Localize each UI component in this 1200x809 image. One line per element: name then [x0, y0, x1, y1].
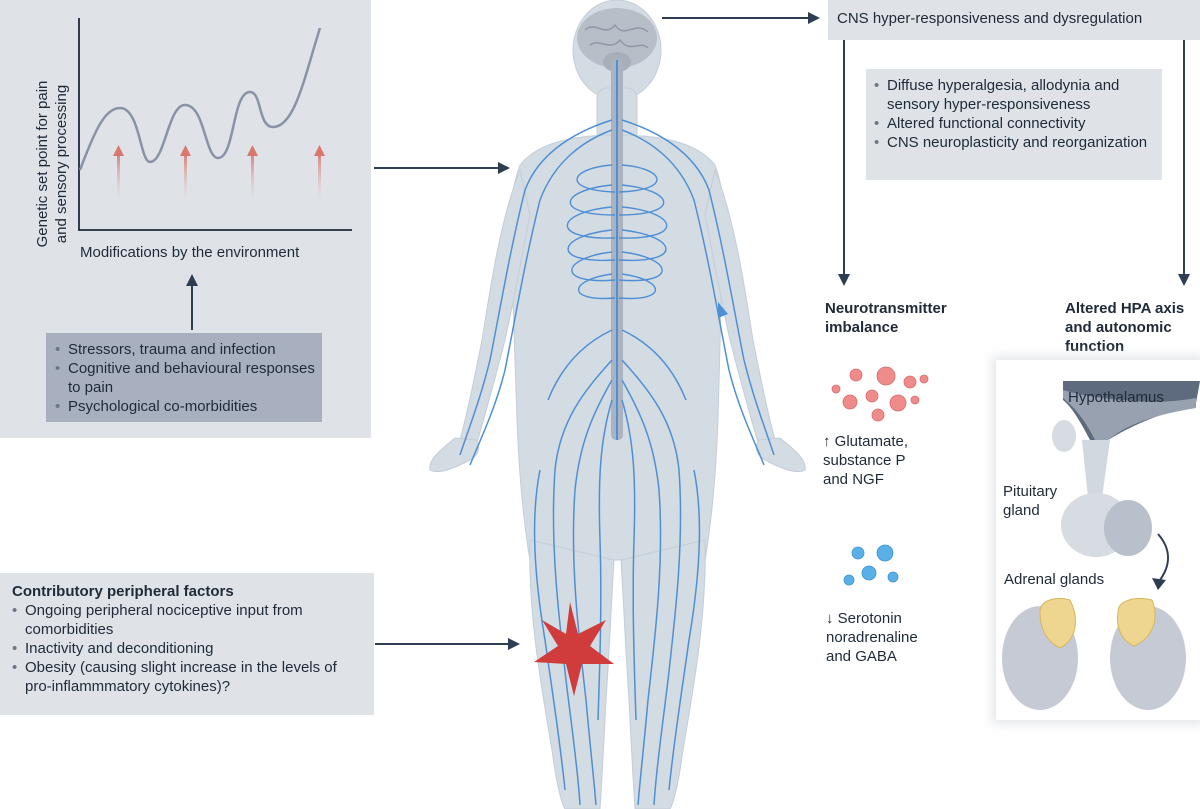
adrenal-label: Adrenal glands [1004, 571, 1105, 588]
ribcage [566, 164, 668, 300]
graph-x-axis-label: Modifications by the environment [80, 244, 300, 261]
arm-nociceptor-marker [718, 302, 728, 318]
pituitary-lobe-left [1052, 420, 1076, 452]
stressors-list: Stressors, trauma and infection Cognitiv… [55, 340, 320, 416]
pituitary-to-adrenal-arrow [1157, 533, 1169, 581]
peripheral-pain-star [534, 602, 614, 696]
pituitary-gland-posterior [1104, 500, 1152, 556]
inhibitory-decrease-text: ↓ Serotonin noradrenaline and GABA [826, 610, 918, 665]
peripheral-item-3: Obesity (causing slight increase in the … [12, 658, 364, 696]
environment-up-arrows [113, 145, 325, 208]
hypothalamus-shading [1063, 390, 1196, 440]
up-arrow-1 [117, 152, 120, 208]
up-arrow-2-head [180, 145, 191, 156]
stressors-to-graph-arrow [186, 274, 198, 330]
up-arrow-4-head [314, 145, 325, 156]
spinal-column [611, 60, 623, 440]
cns-dysregulation-title: CNS hyper-responsiveness and dysregulati… [837, 10, 1143, 27]
cns-effect-3: CNS neuroplasticity and reorganization [874, 133, 1158, 152]
up-arrow-1-head [113, 145, 124, 156]
up-arrow-2 [184, 152, 187, 208]
stressor-item-2: Cognitive and behavioural responses to p… [55, 359, 320, 397]
cns-effects-list: Diffuse hyperalgesia, allodynia and sens… [874, 76, 1158, 152]
adrenal-gland-left [1039, 598, 1076, 649]
pituitary-stalk [1082, 440, 1110, 498]
peripheral-factors-title: Contributory peripheral factors [12, 583, 234, 600]
peripheral-factors-list: Ongoing peripheral nociceptive input fro… [12, 601, 364, 696]
up-arrow-3-head [247, 145, 258, 156]
up-arrow-3 [251, 152, 254, 208]
excitatory-increase-text: ↑ Glutamate, substance P and NGF [823, 433, 909, 488]
setpoint-curve [78, 27, 322, 171]
stressor-item-3: Psychological co-morbidities [55, 397, 320, 416]
cns-dysregulation-box [828, 0, 1200, 40]
hpa-title: Altered HPA axis and autonomic function [1065, 300, 1185, 355]
cns-effect-2: Altered functional connectivity [874, 114, 1158, 133]
up-arrow-4 [318, 152, 321, 208]
pituitary-label: Pituitary gland [1003, 483, 1058, 519]
genetic-setpoint-graph [78, 18, 352, 231]
adrenal-gland-right [1117, 598, 1156, 647]
peripheral-item-1: Ongoing peripheral nociceptive input fro… [12, 601, 364, 639]
cns-effect-1: Diffuse hyperalgesia, allodynia and sens… [874, 76, 1158, 114]
stressor-item-1: Stressors, trauma and infection [55, 340, 320, 359]
hypothalamus-label: Hypothalamus [1068, 389, 1164, 406]
peripheral-nerves [459, 119, 775, 806]
peripheral-item-2: Inactivity and deconditioning [12, 639, 364, 658]
neurotransmitter-title: Neurotransmitter imbalance [825, 300, 947, 336]
